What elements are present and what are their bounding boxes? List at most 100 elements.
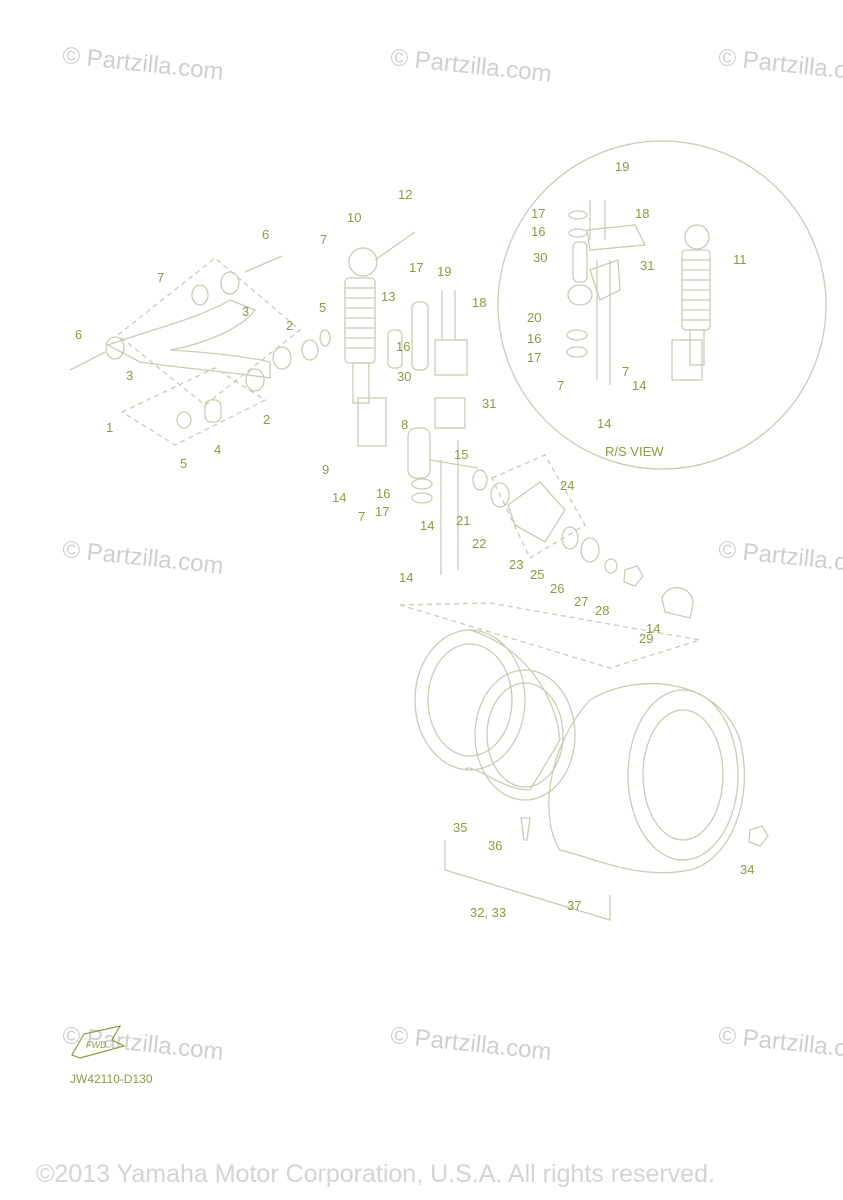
tire-bead [627,689,739,861]
bearing [561,526,579,550]
collar [204,399,222,423]
callout: 16 [531,224,545,239]
callout: 17 [527,350,541,365]
callout: 17 [375,504,389,519]
oil-seal [472,469,488,491]
callout: 3 [126,368,133,383]
drawing-code: JW42110-D130 [70,1072,153,1086]
collar [387,329,403,369]
fwd-arrow-icon: FWD [71,1025,126,1059]
bushing [191,284,209,306]
bolt [69,351,106,371]
castle-nut [623,565,644,587]
inset-circle [497,140,827,470]
shock-top-eye [348,247,378,277]
callout: 14 [597,416,611,431]
callout: 11 [733,252,747,267]
rim-inner [486,682,564,788]
callout: 14 [420,518,434,533]
callout: 16 [527,331,541,346]
callout: 7 [622,364,629,379]
callout: 21 [456,513,470,528]
bearing [580,537,600,563]
bushing [272,346,292,370]
callout: 2 [263,412,270,427]
bushing [220,271,240,295]
callout: 24 [560,478,574,493]
inset-label: R/S VIEW [605,444,664,459]
callout: 25 [530,567,544,582]
svg-text:FWD: FWD [86,1040,107,1050]
lower-bracket [434,397,466,429]
bushing [105,336,125,360]
callout: 7 [157,270,164,285]
valve [520,817,531,841]
callout: 16 [396,339,410,354]
callout: 14 [646,621,660,636]
bearing [490,482,510,508]
callout: 4 [214,442,221,457]
hub [507,481,566,543]
callout: 9 [322,462,329,477]
callout: 18 [635,206,649,221]
callout: 23 [509,557,523,572]
washer [411,492,433,504]
inset-callouts: 11 14 14 16 16 17 17 18 19 20 30 31 7 7 … [527,159,747,459]
callout: 15 [454,447,468,462]
washer [411,478,433,490]
bolt [374,231,416,261]
callout: 22 [472,536,486,551]
washer [604,558,618,574]
callout: 18 [472,295,486,310]
callout: 30 [533,250,547,265]
upper-bracket [434,339,468,376]
callout: 34 [740,862,754,877]
bolt [244,255,283,273]
shock-body [352,362,370,404]
callout: 26 [550,581,564,596]
callout: 16 [376,486,390,501]
callout: 31 [640,258,654,273]
callout: 2 [286,318,293,333]
callout: 37 [567,898,581,913]
callout: 28 [595,603,609,618]
shock-spring [344,277,376,364]
washer [319,329,331,347]
callout: 30 [397,369,411,384]
callout: 14 [632,378,646,393]
callout: 1 [106,420,113,435]
callout: 13 [381,289,395,304]
collar [411,301,429,371]
callout: 29 [639,631,653,646]
callout: 17 [531,206,545,221]
shock-bracket [357,397,387,447]
callout: 3 [242,304,249,319]
rim-inner [427,643,513,757]
callout: 7 [358,509,365,524]
callout: 14 [399,570,413,585]
bearing [245,368,265,392]
callout: 19 [615,159,629,174]
callout: 27 [574,594,588,609]
callout: 35 [453,820,467,835]
callout: 31 [482,396,496,411]
callout: 10 [347,210,361,225]
callout: 8 [401,417,408,432]
callout: 20 [527,310,541,325]
washer [176,411,192,429]
knuckle [407,427,431,479]
rim [414,629,526,771]
callout: 14 [332,490,346,505]
callouts: 1 2 2 3 3 4 5 5 6 6 7 7 7 8 9 10 12 13 1… [75,187,754,920]
callout: 5 [319,300,326,315]
callout: 12 [398,187,412,202]
spindle [429,459,479,469]
copyright-notice: ©2013 Yamaha Motor Corporation, U.S.A. A… [36,1160,715,1188]
callout: 7 [557,378,564,393]
callout: 5 [180,456,187,471]
callout: 6 [75,327,82,342]
callout: 36 [488,838,502,853]
hub-cap [661,586,694,619]
bearing [301,339,319,361]
